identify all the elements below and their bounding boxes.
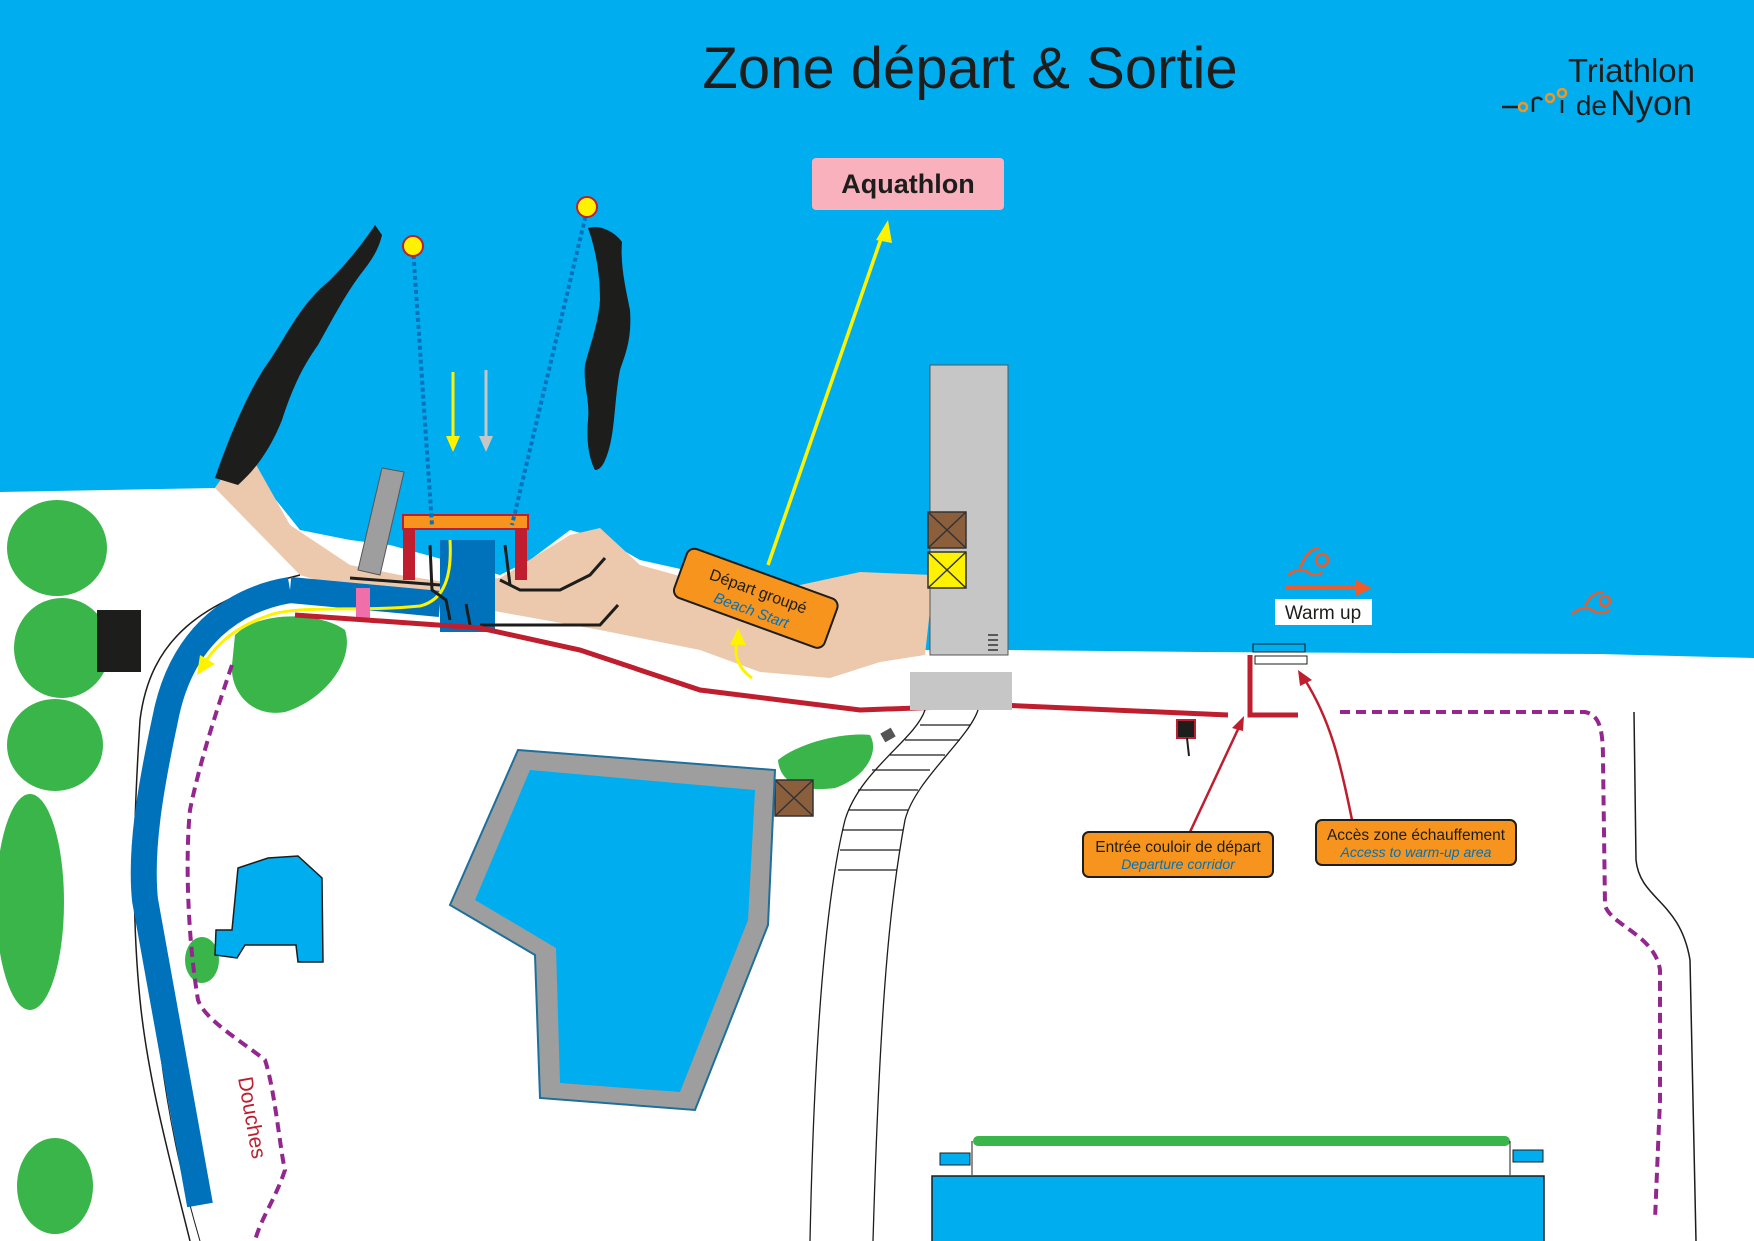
buoy-line — [411, 247, 434, 526]
corridor-label-box — [1082, 831, 1274, 878]
showers-path — [185, 664, 288, 1241]
swimmer-icon — [1287, 546, 1330, 577]
showers-label: Douches — [233, 1075, 270, 1161]
pier-base — [910, 672, 1012, 710]
sign-post-pole — [1186, 737, 1190, 757]
warmup-pointer-head-icon — [1298, 670, 1312, 686]
signal-post — [880, 727, 896, 743]
tree — [14, 598, 110, 698]
logo-line1: Triathlon — [1568, 52, 1695, 89]
left-jetty-rocks — [215, 225, 382, 485]
road-edge — [1633, 711, 1697, 1241]
shrub — [185, 937, 219, 983]
warmup-stairs — [1254, 655, 1308, 665]
pontoon — [357, 467, 405, 576]
right-jetty-rocks — [584, 226, 631, 470]
corridor-pointer — [1188, 724, 1242, 833]
swimmer-icon — [1571, 590, 1612, 616]
logo-mark-icon — [1502, 87, 1568, 113]
pier-ladder — [988, 634, 998, 651]
page-title: Zone départ & Sortie — [702, 36, 1237, 101]
swim-in-arrow-head-icon — [446, 436, 460, 452]
swim-exit-arch — [402, 514, 529, 530]
railway — [809, 709, 979, 1241]
pier — [929, 364, 1009, 656]
warmup-arrow-head-icon — [1356, 580, 1372, 596]
indoor-pool — [931, 1175, 1545, 1241]
crate-icon — [927, 511, 967, 549]
buoy-line — [510, 209, 589, 526]
warmup-label-box — [1275, 599, 1372, 625]
logo-line3: Nyon — [1610, 84, 1692, 123]
sign-post — [1176, 719, 1196, 739]
logo: Triathlon de Nyon — [1502, 52, 1695, 123]
aquathlon-label-box — [812, 158, 1004, 210]
arch-leg — [515, 528, 527, 580]
warmup-pointer — [1303, 679, 1354, 821]
tree — [7, 500, 107, 596]
pool-step — [1512, 1149, 1544, 1163]
crate-icon — [774, 779, 814, 817]
corridor-pointer-head-icon — [1232, 716, 1244, 731]
corridor-label-fr: Entrée couloir de départ — [1095, 839, 1261, 856]
warmup-access-label-en: Access to warm-up area — [1340, 844, 1492, 860]
small-pool — [214, 855, 324, 963]
beach-start-label-box — [672, 547, 839, 649]
crate-icon — [927, 551, 967, 589]
exit-arrow-head-icon — [197, 655, 215, 675]
warmup-access-label-box — [1315, 819, 1517, 866]
beach-start-arrow-head-icon — [730, 628, 746, 645]
shrub — [778, 734, 874, 790]
tree — [7, 699, 103, 791]
outdoor-pool — [475, 770, 755, 1092]
tree — [0, 794, 64, 1010]
building-block — [97, 610, 141, 672]
aquathlon-label: Aquathlon — [841, 169, 974, 199]
timing-mat — [356, 588, 370, 620]
aquathlon-arrow-head-icon — [876, 220, 892, 243]
tree — [17, 1138, 93, 1234]
aquathlon-arrow — [766, 232, 885, 566]
corridor-label-en: Departure corridor — [1121, 856, 1236, 872]
swim-in-arrow-head-icon — [479, 436, 493, 452]
warmup-access-label-fr: Accès zone échauffement — [1327, 827, 1506, 844]
arch-leg — [403, 528, 415, 580]
warmup-gate-red — [1247, 655, 1298, 718]
warmup-stairs — [1252, 643, 1306, 653]
shrub — [231, 616, 347, 713]
buoy-icon — [576, 196, 598, 218]
buoy-icon — [402, 235, 424, 257]
lake — [0, 0, 1754, 658]
pool-step — [939, 1152, 971, 1166]
run-corridor — [130, 577, 293, 1208]
logo-line2: de — [1576, 90, 1607, 121]
exit-arrow-icon — [203, 539, 452, 663]
barrier-fence — [349, 544, 620, 627]
warmup-path — [1340, 710, 1662, 1221]
warmup-label: Warm up — [1285, 603, 1361, 624]
